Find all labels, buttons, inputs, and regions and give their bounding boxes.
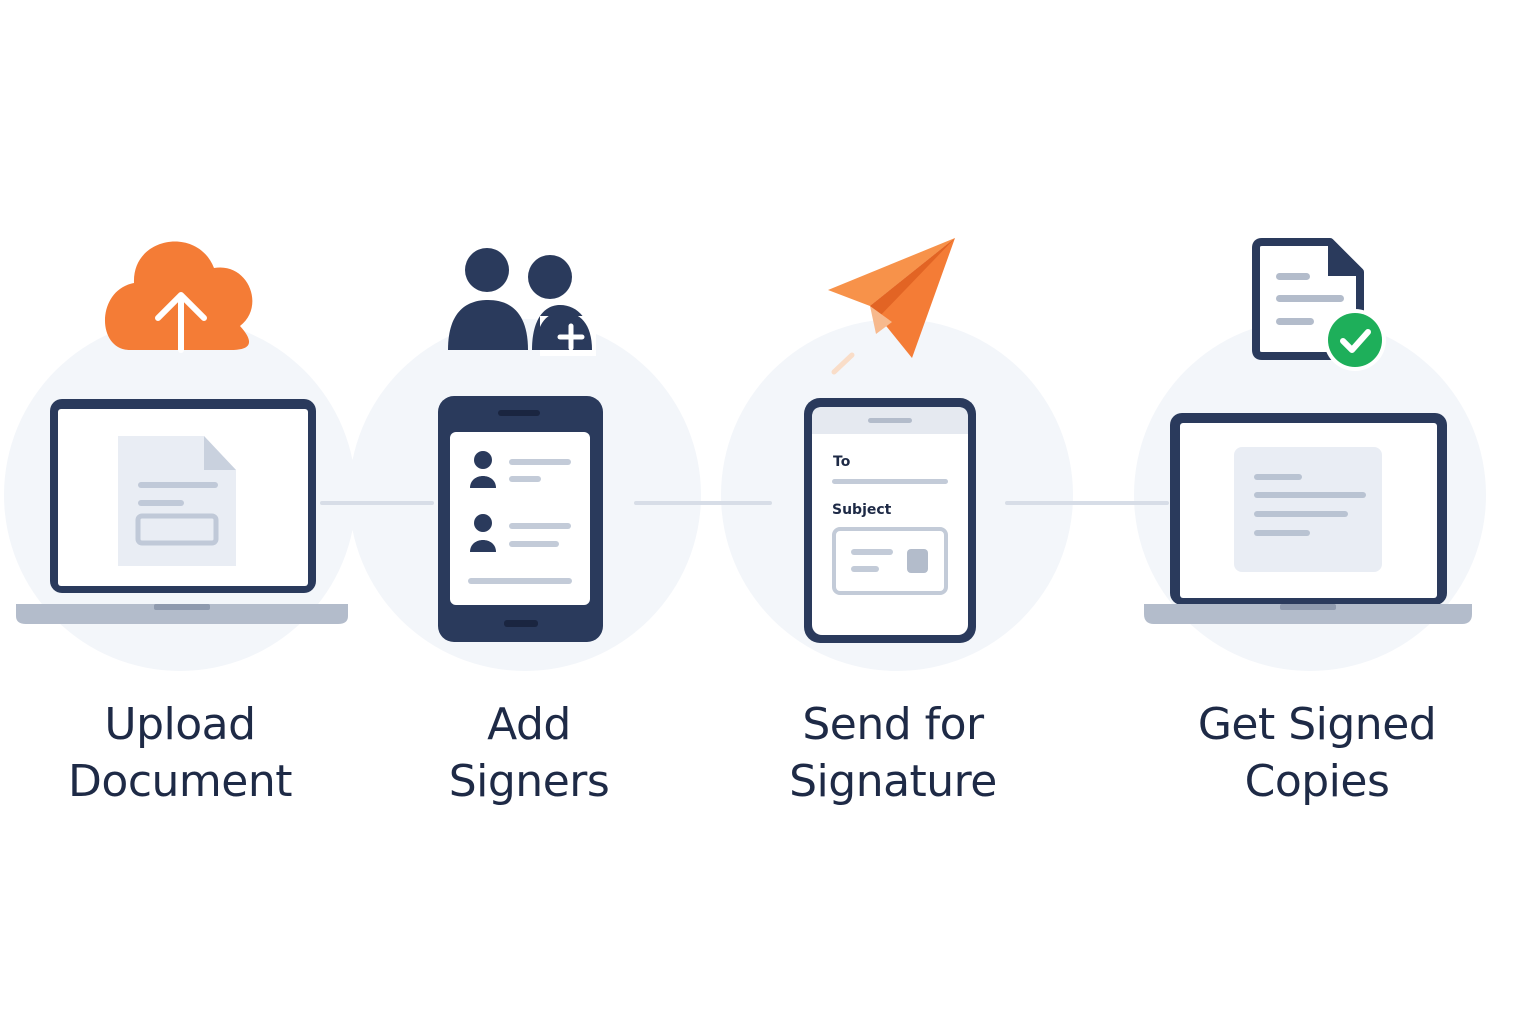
step-4-line-2: Copies (1244, 756, 1390, 807)
step-3-line-1: Send for (802, 699, 984, 750)
step-4-line-1: Get Signed (1197, 699, 1437, 750)
document-preview (118, 436, 236, 566)
phone-signers (438, 396, 603, 642)
tablet-email (804, 398, 976, 643)
email-subject-label: Subject (832, 502, 892, 518)
signature-field (832, 527, 948, 595)
step-2-line-1: Add (487, 699, 571, 750)
signer-row-2 (470, 514, 571, 552)
email-to-label: To (833, 454, 851, 470)
cloud-upload-icon (104, 241, 253, 353)
signed-document-icon (1252, 238, 1386, 371)
step-1-line-1: Upload (104, 699, 256, 750)
step-2-label: Add Signers (339, 696, 719, 810)
step-3-label: Send for Signature (703, 696, 1083, 810)
paper-plane-icon (828, 238, 955, 375)
add-users-icon (448, 248, 596, 356)
step-1-line-2: Document (68, 756, 292, 807)
step-1-label: Upload Document (0, 696, 370, 810)
laptop-copies (1144, 413, 1472, 624)
signer-row-1 (470, 451, 571, 488)
step-2-line-2: Signers (448, 756, 610, 807)
step-3-line-2: Signature (789, 756, 997, 807)
signed-copy-preview (1234, 447, 1382, 572)
step-4-label: Get Signed Copies (1127, 696, 1507, 810)
laptop-upload (16, 399, 348, 624)
